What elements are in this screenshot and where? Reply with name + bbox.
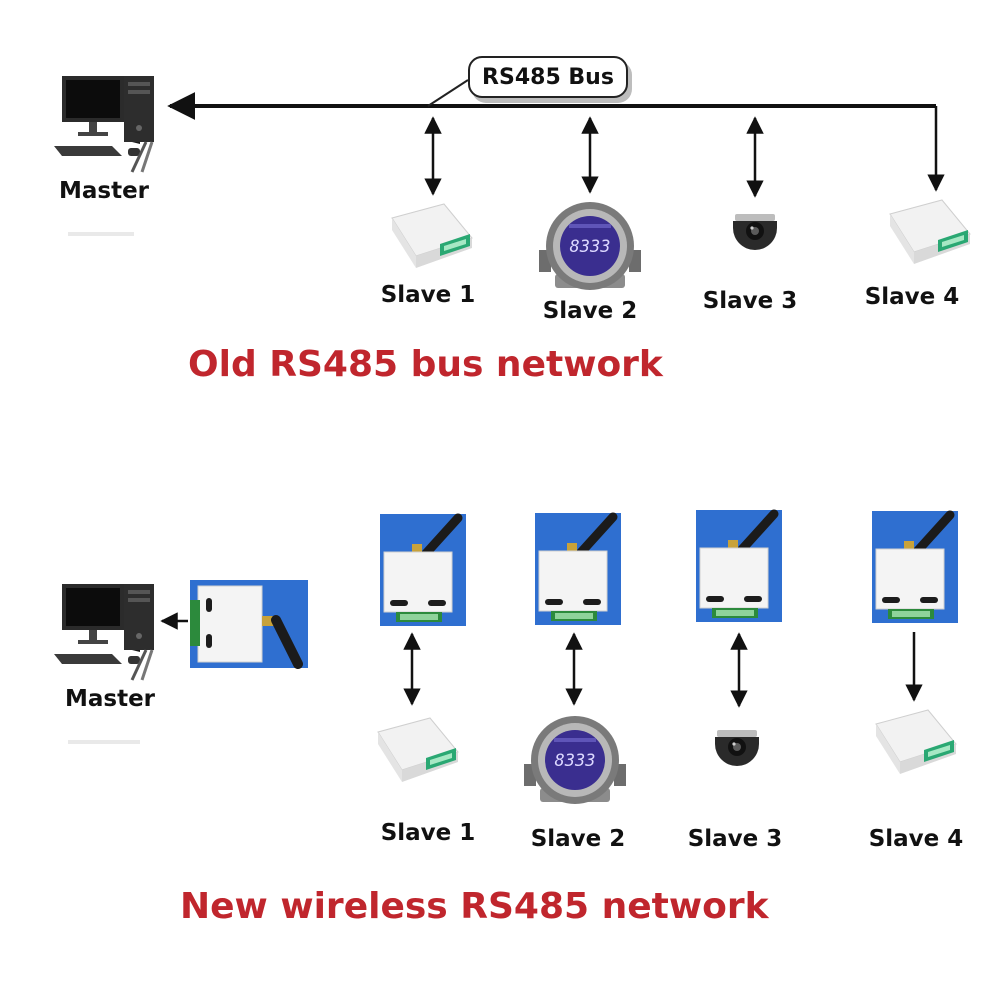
bottom-master-label: Master xyxy=(64,686,156,712)
top-slave-4-label: Slave 4 xyxy=(864,284,960,310)
bottom-network-title: New wireless RS485 network xyxy=(180,886,769,927)
radio-module-icon xyxy=(872,511,958,623)
callout-pointer xyxy=(427,79,469,107)
top-slave-1-label: Slave 1 xyxy=(380,282,476,308)
bottom-slave-1-label: Slave 1 xyxy=(380,820,476,846)
scale-icon xyxy=(391,203,473,269)
top-master-label: Master xyxy=(58,178,150,204)
bottom-slave-4-label: Slave 4 xyxy=(868,826,964,852)
scale-icon xyxy=(377,717,459,783)
radio-module-icon xyxy=(696,510,782,622)
computer-icon xyxy=(52,582,156,682)
master-base xyxy=(68,232,134,236)
top-slave-3-label: Slave 3 xyxy=(702,288,798,314)
top-network-title: Old RS485 bus network xyxy=(188,344,663,385)
dome-camera-icon xyxy=(715,730,759,766)
display-meter-icon xyxy=(524,716,626,804)
master-base xyxy=(68,740,140,744)
bottom-slave-3-label: Slave 3 xyxy=(687,826,783,852)
top-slave-2-label: Slave 2 xyxy=(542,298,638,324)
rs485-bus-line xyxy=(167,92,945,192)
rs485-bus-callout: RS485 Bus xyxy=(468,56,628,98)
radio-module-icon xyxy=(190,580,308,668)
display-meter-icon xyxy=(539,202,641,290)
radio-module-icon xyxy=(380,514,466,626)
dome-camera-icon xyxy=(733,214,777,250)
scale-icon xyxy=(875,709,957,775)
scale-icon xyxy=(889,199,971,265)
computer-icon xyxy=(52,74,156,174)
bottom-slave-2-label: Slave 2 xyxy=(530,826,626,852)
radio-module-icon xyxy=(535,513,621,625)
